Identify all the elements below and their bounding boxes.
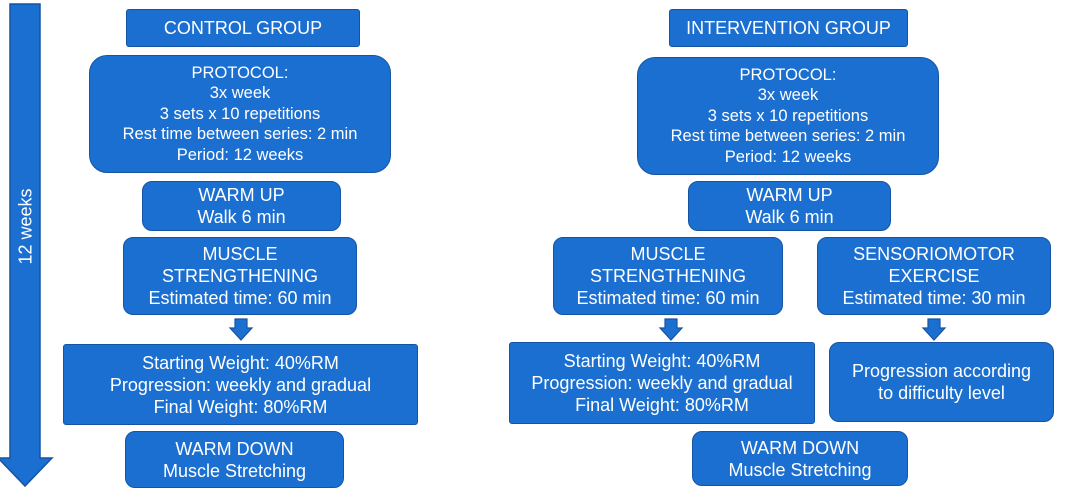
timeline-label: 12 weeks (15, 187, 36, 265)
intervention-warm-down-box: WARM DOWN Muscle Stretching (692, 431, 908, 486)
intervention-protocol-box: PROTOCOL: 3x week 3 sets x 10 repetition… (637, 57, 939, 175)
intervention-muscle-arrow-down (658, 318, 684, 341)
control-warm-down-box: WARM DOWN Muscle Stretching (125, 431, 344, 488)
intervention-group-title: INTERVENTION GROUP (669, 9, 908, 47)
intervention-weights-box: Starting Weight: 40%RM Progression: week… (509, 342, 815, 424)
timeline-arrow (0, 3, 54, 488)
control-weights-box: Starting Weight: 40%RM Progression: week… (63, 344, 418, 425)
intervention-muscle-box: MUSCLE STRENGTHENING Estimated time: 60 … (553, 237, 783, 315)
control-arrow-down (228, 318, 254, 341)
control-warm-up-box: WARM UP Walk 6 min (142, 181, 341, 231)
control-group-title: CONTROL GROUP (126, 9, 360, 47)
intervention-sensorimotor-arrow-down (921, 318, 947, 341)
control-protocol-box: PROTOCOL: 3x week 3 sets x 10 repetition… (89, 55, 391, 173)
intervention-sensorimotor-box: SENSORIOMOTOR EXERCISE Estimated time: 3… (817, 237, 1051, 315)
intervention-progression-box: Progression according to difficulty leve… (829, 342, 1054, 422)
intervention-warm-up-box: WARM UP Walk 6 min (688, 181, 891, 231)
control-muscle-box: MUSCLE STRENGTHENING Estimated time: 60 … (123, 237, 357, 315)
